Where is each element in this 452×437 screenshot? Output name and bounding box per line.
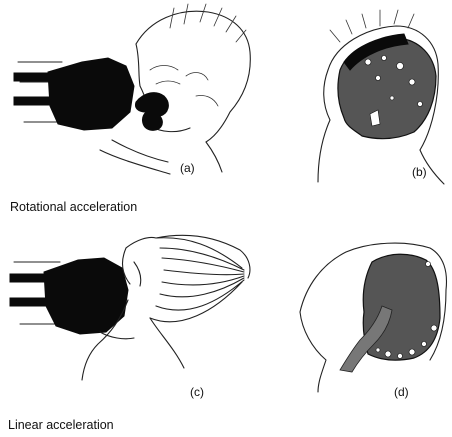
fist-icon-c bbox=[10, 258, 128, 334]
panel-c: (c) bbox=[10, 235, 250, 399]
panel-a: (a) bbox=[14, 4, 250, 175]
panel-a-label: (a) bbox=[180, 161, 195, 175]
panel-b-label: (b) bbox=[412, 165, 427, 179]
caption-rotational: Rotational acceleration bbox=[10, 200, 137, 214]
panel-d-label: (d) bbox=[394, 385, 409, 399]
panel-c-label: (c) bbox=[190, 385, 204, 399]
fist-icon bbox=[14, 58, 134, 130]
panel-b: (b) bbox=[318, 10, 444, 184]
brain-injury-sketch-b bbox=[338, 34, 436, 139]
brain-injury-sketch-d bbox=[340, 254, 440, 372]
caption-linear: Linear acceleration bbox=[8, 418, 114, 432]
panel-d: (d) bbox=[300, 243, 446, 399]
